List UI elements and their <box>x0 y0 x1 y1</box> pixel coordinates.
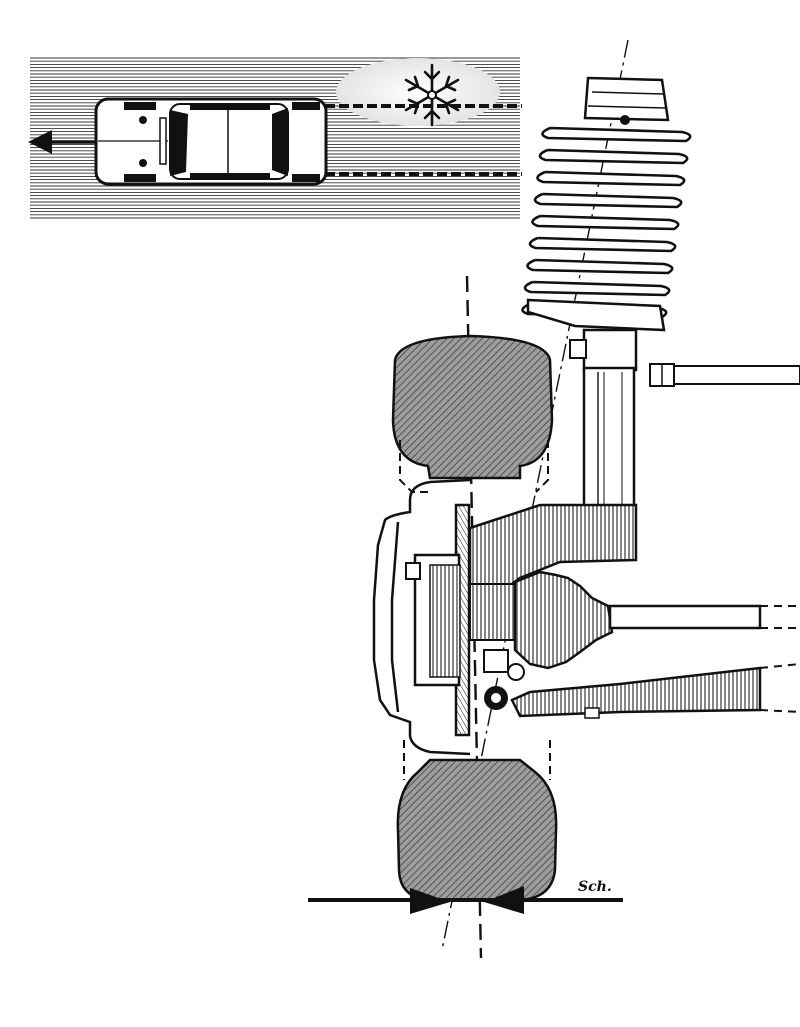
driveshaft <box>608 604 762 630</box>
tyre-lower-section <box>396 740 558 902</box>
contact-arrow-right <box>484 886 524 914</box>
driveshaft-assembly <box>513 570 800 670</box>
coil-spring-strut <box>521 76 800 510</box>
artist-signature: Sch. <box>578 879 612 895</box>
wheel-bolt <box>405 562 421 580</box>
cv-joint-boot <box>513 570 614 670</box>
car-top-view-icon <box>94 97 328 186</box>
spring-coils <box>521 126 692 332</box>
wheel-rim <box>372 478 471 756</box>
lower-control-arm <box>483 649 800 719</box>
road-scene-inset <box>28 57 522 219</box>
snow-cloud <box>336 58 500 126</box>
ground-contact <box>308 886 623 914</box>
strut-pivot-point <box>620 115 630 125</box>
tyre-upper-section <box>391 334 554 493</box>
brake-disc-and-hub <box>405 503 521 737</box>
damper-tube <box>582 328 638 372</box>
arrow-left-icon <box>28 130 96 154</box>
damper-body <box>582 366 636 510</box>
contact-arrow-left <box>410 888 450 914</box>
top-mount <box>583 76 670 122</box>
